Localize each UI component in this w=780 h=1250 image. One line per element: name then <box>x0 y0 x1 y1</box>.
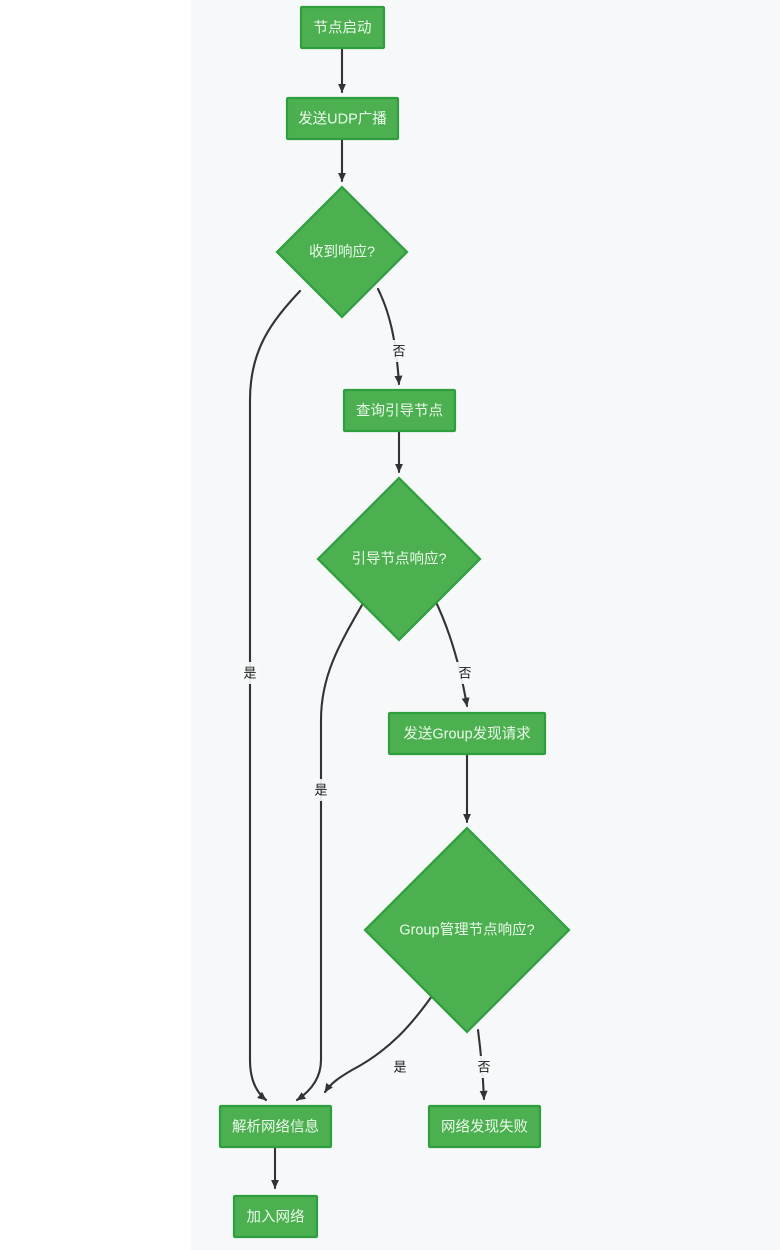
node-parse[interactable]: 解析网络信息 <box>218 1104 333 1149</box>
node-shape-rect[interactable] <box>342 388 457 433</box>
node-shape-diamond[interactable] <box>363 826 571 1034</box>
edge-label-text: 是 <box>243 665 256 680</box>
edge-bootresp-yes-to-parse <box>295 603 364 1102</box>
edge-label-text: 否 <box>477 1059 490 1074</box>
node-label: 查询引导节点 <box>356 402 443 419</box>
node-shape-diamond[interactable] <box>316 476 482 642</box>
node-label: 引导节点响应? <box>351 549 446 567</box>
node-shape-rect[interactable] <box>285 96 400 141</box>
node-start[interactable]: 节点启动 <box>299 5 386 50</box>
edge-label-resp-yes: 是 <box>240 662 260 684</box>
node-groupresp[interactable]: Group管理节点响应? <box>363 826 571 1034</box>
edge-label-groupresp-no: 否 <box>474 1056 494 1078</box>
node-groupreq[interactable]: 发送Group发现请求 <box>387 711 547 756</box>
node-shape-rect[interactable] <box>387 711 547 756</box>
edge-label-resp-no: 否 <box>389 340 409 362</box>
edge-label-bootresp-yes: 是 <box>311 779 331 801</box>
node-shape-rect[interactable] <box>232 1194 319 1239</box>
node-fail[interactable]: 网络发现失败 <box>427 1104 542 1149</box>
node-label: 解析网络信息 <box>232 1118 319 1135</box>
node-resp[interactable]: 收到响应? <box>275 185 409 319</box>
edge-label-text: 是 <box>393 1059 406 1074</box>
node-label: 收到响应? <box>309 242 375 260</box>
node-label: 发送UDP广播 <box>298 110 387 127</box>
node-bootresp[interactable]: 引导节点响应? <box>316 476 482 642</box>
node-bootstrap[interactable]: 查询引导节点 <box>342 388 457 433</box>
node-label: 发送Group发现请求 <box>403 725 531 742</box>
edge-resp-no-to-bootstrap <box>376 287 403 386</box>
edge-bootresp-no-to-groupreq <box>433 598 470 708</box>
node-layer: 节点启动 发送UDP广播 收到响应? 查询引导节点 引导节点响应? 发送Grou <box>218 5 571 1239</box>
node-shape-rect[interactable] <box>218 1104 333 1149</box>
diagram-surface <box>191 0 780 1250</box>
edge-label-text: 否 <box>458 665 471 680</box>
node-label: 节点启动 <box>314 19 372 36</box>
node-label: Group管理节点响应? <box>399 920 534 938</box>
edge-label-groupresp-yes: 是 <box>390 1056 410 1078</box>
node-label: 加入网络 <box>247 1208 305 1225</box>
node-shape-rect[interactable] <box>299 5 386 50</box>
edge-label-text: 是 <box>314 782 327 797</box>
edge-label-text: 否 <box>392 343 405 358</box>
node-shape-rect[interactable] <box>427 1104 542 1149</box>
edge-resp-yes-to-parse <box>248 289 302 1102</box>
node-udp[interactable]: 发送UDP广播 <box>285 96 400 141</box>
edge-label-layer: 是 否 是 否 是 否 <box>240 340 494 1078</box>
node-join[interactable]: 加入网络 <box>232 1194 319 1239</box>
edge-label-bootresp-no: 否 <box>455 662 475 684</box>
node-label: 网络发现失败 <box>441 1118 528 1135</box>
edge-groupresp-yes-to-parse <box>323 994 434 1094</box>
node-shape-diamond[interactable] <box>275 185 409 319</box>
